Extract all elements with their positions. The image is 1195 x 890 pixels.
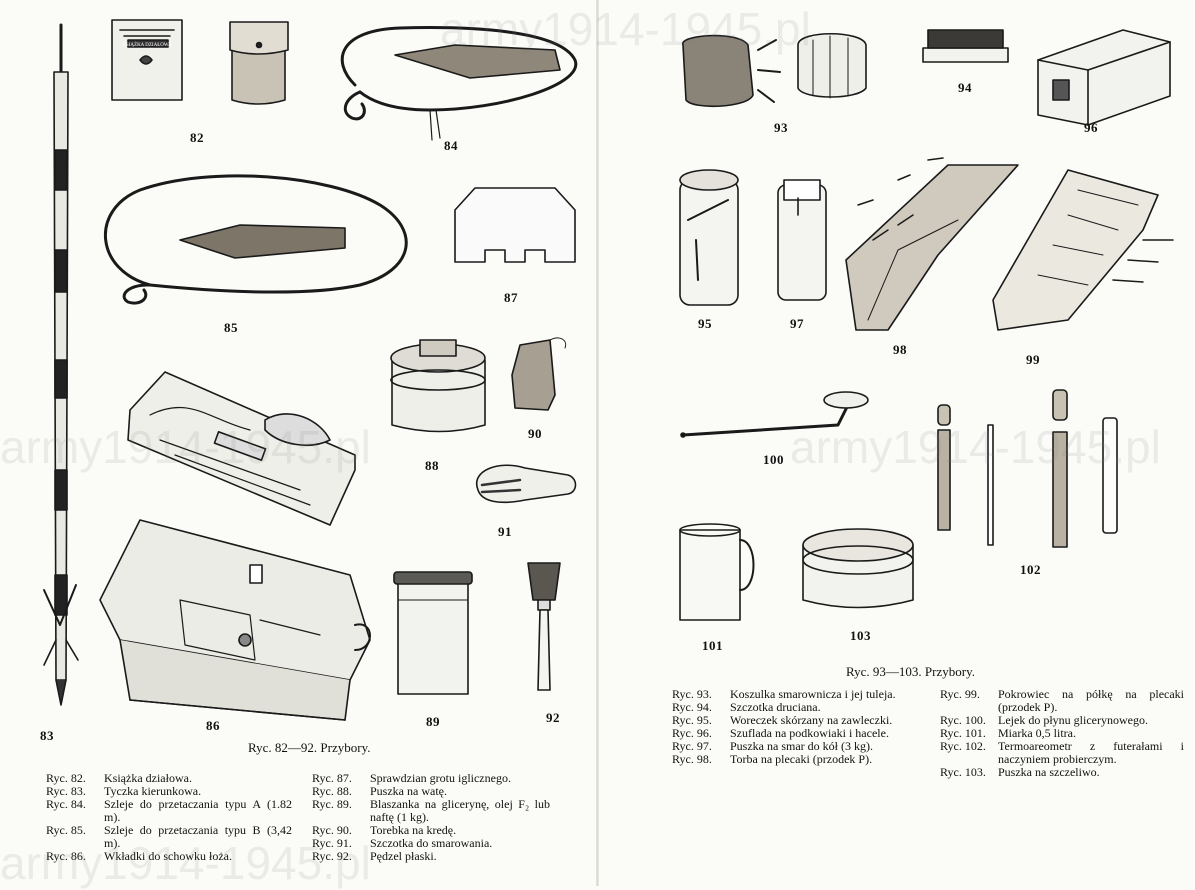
legend-item: Ryc. 96.Szuflada na podkowiaki i hacele. — [672, 726, 889, 740]
figure-number-94: 94 — [958, 80, 972, 95]
figure-number-95: 95 — [698, 316, 712, 331]
figure-number-100: 100 — [763, 452, 784, 467]
left-legend-column-2: Ryc. 87.Sprawdzian grotu iglicznego. Ryc… — [312, 772, 550, 863]
legend-item: Ryc. 88.Puszka na watę. — [312, 784, 447, 798]
pouch-drawing — [229, 21, 289, 105]
left-page-illustrations: KSIĄŻKA DZIAŁOWA — [43, 19, 578, 721]
legend-item: Ryc. 102.Termoareometr z futerałami i na… — [940, 739, 1184, 766]
rack-bag-drawing — [845, 157, 1019, 331]
leather-bag-drawing — [679, 169, 739, 306]
figure-number-83: 83 — [40, 728, 54, 743]
figure-number-98: 98 — [893, 342, 907, 357]
legend-item: Ryc. 94.Szczotka druciana. — [672, 700, 821, 714]
legend-item: Ryc. 97.Puszka na smar do kół (3 kg). — [672, 739, 873, 753]
figure-number-84: 84 — [444, 138, 458, 153]
figure-number-92: 92 — [546, 710, 560, 725]
legend-item: Ryc. 83.Tyczka kierunkowa. — [46, 784, 202, 798]
legend-item: Ryc. 87.Sprawdzian grotu iglicznego. — [312, 771, 511, 785]
legend-item: Ryc. 82.Książka działowa. — [46, 771, 192, 785]
grease-can-drawing — [777, 179, 827, 301]
left-page: KSIĄŻKA DZIAŁOWA — [0, 0, 598, 886]
packing-tin-drawing — [802, 528, 914, 609]
chalk-bag-drawing — [511, 337, 567, 411]
legend-item: Ryc. 99.Pokrowiec na półkę na plecaki (p… — [940, 687, 1184, 714]
book-drawing — [111, 19, 183, 101]
right-figure-caption: Ryc. 93—103. Przybory. — [846, 664, 975, 679]
figure-number-90: 90 — [528, 426, 542, 441]
harness-short-drawing — [340, 26, 578, 141]
greasing-brush-drawing — [475, 464, 577, 504]
right-legend-column-2: Ryc. 99.Pokrowiec na półkę na plecaki (p… — [940, 688, 1184, 779]
legend-item: Ryc. 90.Torebka na kredę. — [312, 823, 457, 837]
figure-number-85: 85 — [224, 320, 238, 335]
book-label: KSIĄŻKA DZIAŁOWA — [122, 42, 172, 48]
drawer-drawing — [1037, 29, 1171, 126]
figure-number-86: 86 — [206, 718, 220, 733]
legend-item: Ryc. 100.Lejek do płynu glicerynowego. — [940, 713, 1148, 727]
figure-number-99: 99 — [1026, 352, 1040, 367]
legend-item: Ryc. 103.Puszka na szczeliwo. — [940, 765, 1100, 779]
right-page: 93 94 95 96 97 98 99 100 101 102 103 Ryc… — [598, 0, 1195, 886]
figure-number-82: 82 — [190, 130, 204, 145]
figure-number-87: 87 — [504, 290, 518, 305]
tray-insert-drawing — [127, 371, 356, 526]
thermohydrometer-drawing — [937, 389, 1118, 548]
legend-item: Ryc. 98.Torba na plecaki (przodek P). — [672, 752, 873, 766]
figure-number-91: 91 — [498, 524, 512, 539]
figure-number-97: 97 — [790, 316, 804, 331]
legend-item: Ryc. 85.Szleje do przetaczania typu B (3… — [46, 823, 292, 850]
storage-box-drawing — [99, 519, 371, 721]
cotton-tin-drawing — [390, 339, 486, 433]
figure-number-88: 88 — [425, 458, 439, 473]
wire-brush-drawing — [922, 29, 1009, 63]
measuring-cup-drawing — [679, 523, 755, 621]
right-legend-column-1: Ryc. 93.Koszulka smarownicza i jej tulej… — [672, 688, 922, 766]
harness-long-drawing — [104, 174, 408, 305]
legend-item: Ryc. 89.Blaszanka na glicerynę, olej F₂ … — [312, 797, 550, 824]
left-legend-column-1: Ryc. 82.Książka działowa. Ryc. 83.Tyczka… — [46, 772, 292, 863]
oil-can-drawing — [393, 571, 473, 695]
legend-item: Ryc. 84.Szleje do przetaczania typu A (1… — [46, 797, 292, 824]
legend-item: Ryc. 92.Pędzel płaski. — [312, 849, 437, 863]
funnel-drawing — [680, 391, 869, 438]
figure-number-93: 93 — [774, 120, 788, 135]
figure-number-96: 96 — [1084, 120, 1098, 135]
gauge-drawing — [454, 187, 576, 263]
figure-number-89: 89 — [426, 714, 440, 729]
legend-item: Ryc. 101.Miarka 0,5 litra. — [940, 726, 1076, 740]
legend-item: Ryc. 93.Koszulka smarownicza i jej tulej… — [672, 687, 896, 701]
left-figure-caption: Ryc. 82—92. Przybory. — [248, 740, 371, 755]
right-page-illustrations — [679, 29, 1174, 621]
page-gutter — [596, 0, 599, 886]
figure-number-101: 101 — [702, 638, 723, 653]
legend-item: Ryc. 95.Woreczek skórzany na zawleczki. — [672, 713, 893, 727]
figure-number-103: 103 — [850, 628, 871, 643]
rack-cover-drawing — [992, 169, 1174, 331]
direction-pole-drawing — [43, 23, 79, 706]
legend-item: Ryc. 91.Szczotka do smarowania. — [312, 836, 493, 850]
greasing-sleeve-drawing — [682, 32, 867, 108]
legend-item: Ryc. 86.Wkładki do schowku łoża. — [46, 849, 232, 863]
figure-number-102: 102 — [1020, 562, 1041, 577]
flat-brush-drawing — [527, 562, 561, 691]
